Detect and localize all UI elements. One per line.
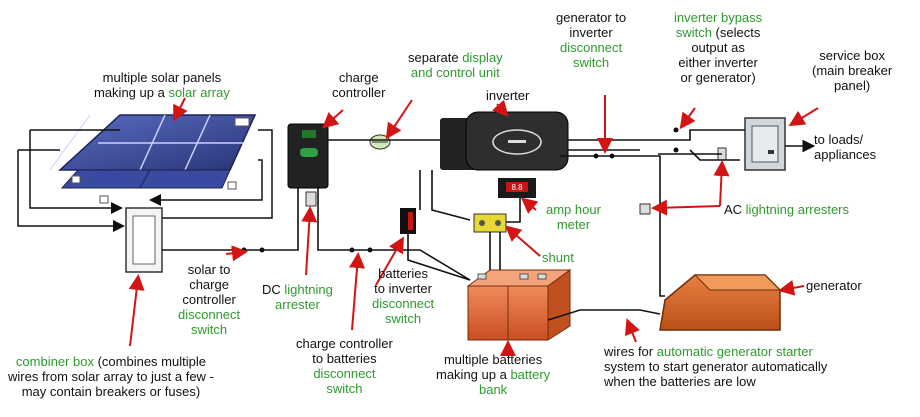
label-dc-arrester: DC lightning arrester (262, 282, 333, 312)
label-battery-bank: multiple batteries making up a battery b… (436, 352, 551, 397)
label-loads: to loads/ appliances (814, 132, 877, 162)
label-batt-inv-switch: batteries to inverter disconnect switch (372, 266, 435, 326)
label-inverter: inverter (486, 88, 530, 103)
battery-bank (466, 269, 572, 341)
label-ac-arresters: AC lightning arresters (724, 202, 849, 217)
display-unit (369, 134, 391, 150)
label-combiner-box: combiner box (combines multiple wires fr… (8, 354, 214, 399)
label-gen-starter: wires for automatic generator starter sy… (604, 344, 828, 389)
label-gen-inverter-switch: generator to inverter disconnect switch (556, 10, 627, 70)
label-display-unit: separate display and control unit (408, 50, 503, 80)
label-service-box: service box (main breaker panel) (812, 48, 893, 93)
amp-hour-meter: 8.8 (498, 178, 536, 198)
generator-device (659, 274, 782, 331)
battery-disconnect-device (400, 208, 416, 234)
label-amp-hour-meter: amp hour meter (546, 202, 601, 232)
dc-arrester-device (305, 191, 317, 207)
label-solar-cc-switch: solar to charge controller disconnect sw… (178, 262, 241, 337)
combiner-box (125, 207, 163, 273)
label-generator: generator (806, 278, 862, 293)
svg-text:8.8: 8.8 (511, 183, 523, 192)
shunt-device (473, 213, 507, 233)
label-bypass-switch: inverter bypass switch (selects output a… (674, 10, 763, 85)
service-box (744, 117, 786, 171)
pointer-arrows (128, 95, 819, 356)
charge-controller (287, 123, 329, 207)
inverter (440, 111, 569, 171)
label-cc-batt-switch: charge controller to batteries disconnec… (296, 336, 393, 396)
ac-arrester-devices (639, 147, 727, 215)
label-shunt: shunt (542, 250, 574, 265)
label-solar-array: multiple solar panels making up a solar … (94, 70, 230, 100)
solar-array (49, 114, 257, 204)
solar-wires (17, 129, 273, 232)
label-charge-controller: charge controller (332, 70, 386, 100)
